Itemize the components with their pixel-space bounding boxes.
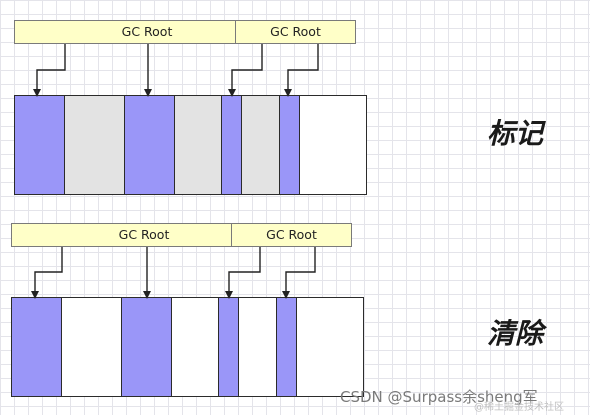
reference-arrow (33, 44, 66, 97)
live-object-block (280, 96, 300, 194)
garbage-object-block (242, 96, 280, 194)
reference-arrow (284, 44, 319, 97)
live-object-block (222, 96, 242, 194)
watermark-text: CSDN @Surpass余sheng军 (340, 388, 538, 406)
free-space-block (172, 298, 219, 396)
mark-phase-title: 标记 (487, 117, 544, 150)
free-space-block (239, 298, 277, 396)
reference-arrow (225, 247, 261, 299)
free-space-block (300, 96, 366, 194)
reference-arrow (31, 247, 63, 299)
watermark-subtext: @稀土掘金技术社区 (474, 402, 564, 413)
free-space-block (62, 298, 122, 396)
mark-heap-strip (14, 95, 367, 195)
reference-arrow (228, 44, 263, 97)
live-object-block (219, 298, 239, 396)
sweep-heap-strip (11, 297, 364, 397)
live-object-block (12, 298, 62, 396)
reference-arrow (282, 247, 316, 299)
live-object-block (277, 298, 297, 396)
live-object-block (15, 96, 65, 194)
free-space-block (297, 298, 363, 396)
gc-root-label: GC Root (231, 223, 352, 247)
sweep-phase-title: 清除 (487, 317, 544, 350)
live-object-block (125, 96, 175, 194)
gc-root-label: GC Root (235, 20, 356, 44)
garbage-object-block (65, 96, 125, 194)
live-object-block (122, 298, 172, 396)
garbage-object-block (175, 96, 222, 194)
